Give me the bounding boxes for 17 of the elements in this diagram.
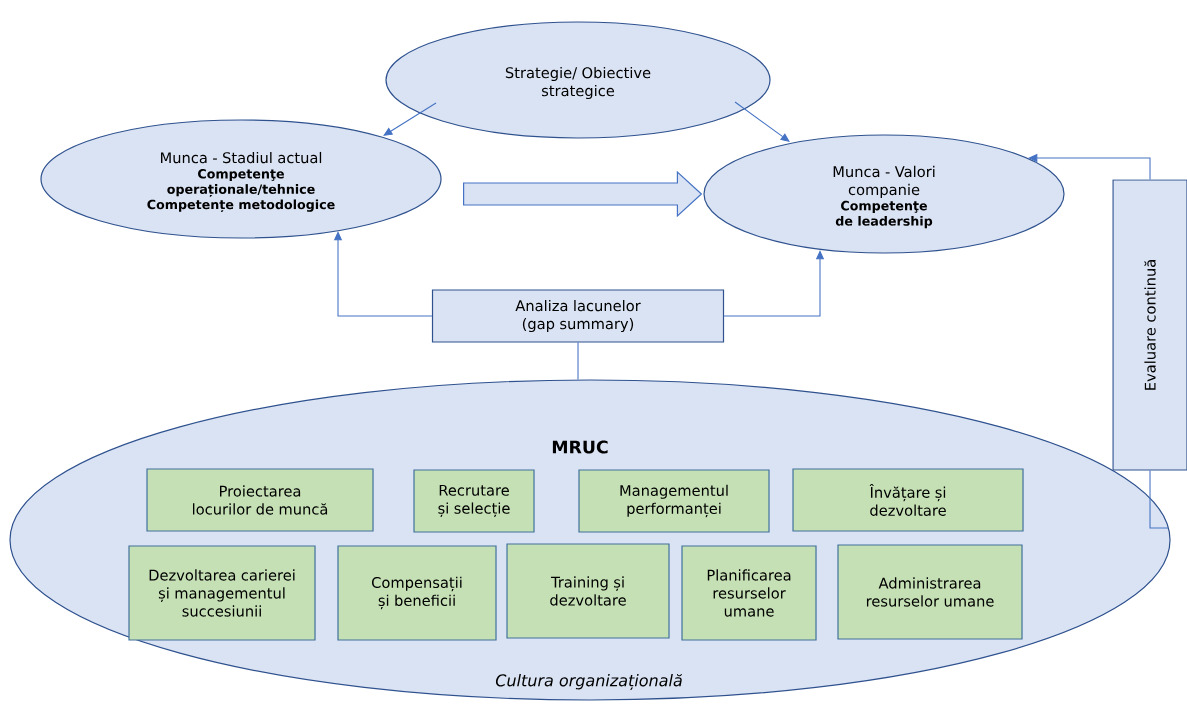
block-arrow <box>463 170 703 218</box>
process-box: Managementul performanței <box>578 469 770 533</box>
evaluation-box: Evaluare continuă <box>1112 179 1187 471</box>
process-box: Planificarea resurselor umane <box>681 545 817 641</box>
process-box: Învățare și dezvoltare <box>792 468 1024 532</box>
connector-line <box>577 342 579 380</box>
process-box: Compensații și beneficii <box>337 545 497 641</box>
arrow <box>333 231 433 317</box>
process-box: Administrarea resurselor umane <box>837 544 1023 640</box>
analysis-box: Analiza lacunelor (gap summary) <box>431 289 725 343</box>
process-box: Recrutare și selecție <box>413 469 535 533</box>
connector-line <box>1149 470 1169 529</box>
process-box: Proiectarea locurilor de muncă <box>146 468 374 532</box>
process-box: Training și dezvoltare <box>506 543 670 639</box>
arrow <box>734 101 790 142</box>
arrow <box>383 102 437 136</box>
process-box: Dezvoltarea carierei și managementul succesiunii <box>128 545 316 641</box>
